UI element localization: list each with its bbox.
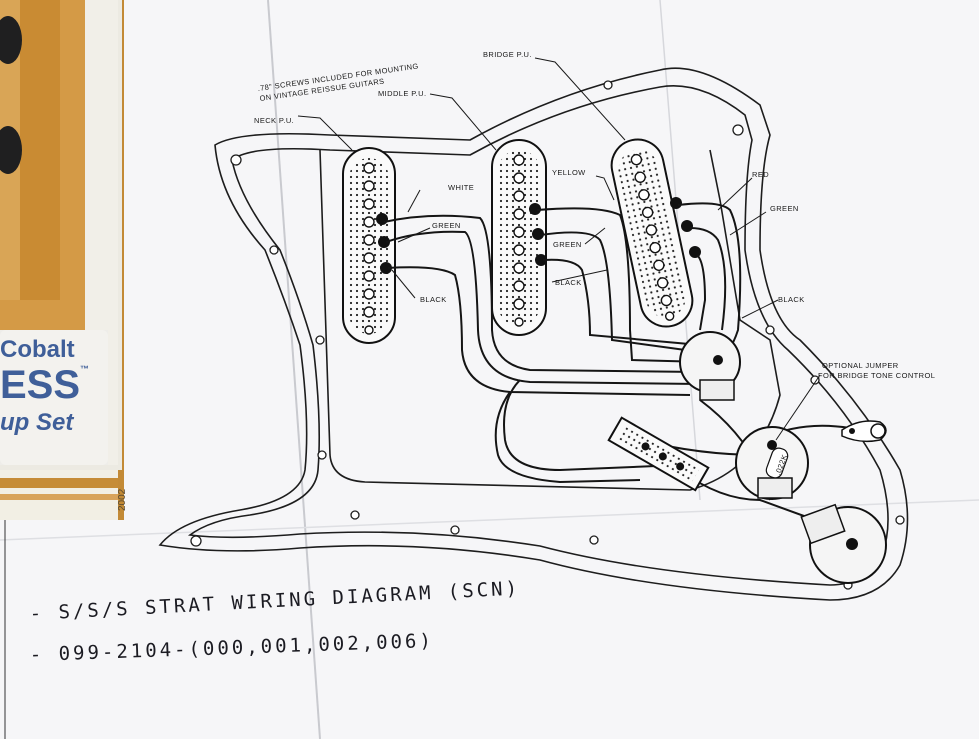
box-code: 2002 (117, 488, 128, 511)
wire-label-black-bridge: BLACK (778, 295, 805, 304)
wire-label-black-middle: BLACK (555, 278, 582, 287)
wire-label-yellow: YELLOW (552, 168, 586, 177)
paper-fold (0, 499, 979, 541)
wire-label-red: RED (752, 170, 769, 179)
controls: .022K (607, 331, 887, 584)
wire-label-green-bridge: GREEN (770, 204, 799, 213)
jumper-note-line1: OPTIONAL JUMPER (822, 361, 899, 370)
bridge-pickup (610, 138, 701, 328)
box-brand-line2: ESS (0, 363, 80, 407)
neck-pickup (342, 147, 396, 344)
middle-pickup-label: MIDDLE P.U. (378, 89, 426, 98)
box-brand-tm: ™ (80, 364, 89, 374)
screw-holes (190, 80, 905, 590)
leader-lines (297, 57, 821, 441)
jumper-note-line2: FOR BRIDGE TONE CONTROL (818, 371, 935, 380)
middle-pickup (491, 139, 547, 336)
five-way-switch (607, 416, 710, 492)
pickup-box: Cobalt ESS ™ up Set 2002 (0, 0, 128, 520)
box-brand-line3: up Set (0, 409, 74, 436)
wire-label-white: WHITE (448, 183, 474, 192)
output-jack (841, 420, 887, 443)
wire-label-green-neck: GREEN (432, 221, 461, 230)
wiring (383, 202, 851, 521)
bridge-pickup-label: BRIDGE P.U. (483, 50, 532, 59)
paper-fold (267, 0, 321, 739)
neck-pickup-label: NECK P.U. (254, 116, 294, 125)
wire-label-black-neck: BLACK (420, 295, 447, 304)
wire-label-green-middle: GREEN (553, 240, 582, 249)
box-brand-line1: Cobalt (0, 336, 75, 363)
